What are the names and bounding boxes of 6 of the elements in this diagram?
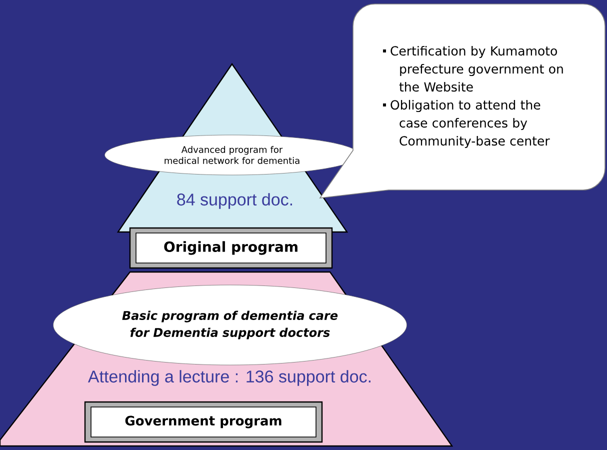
program-plate: Government program [84,401,323,443]
ellipse-label: Basic program of dementia care for Dementia support doctors [53,284,407,366]
program-plate: Original program [129,227,333,269]
bullet-text: Certification by Kumamoto prefecture government on the Website [390,46,563,92]
bullet-text: Obligation to attend the case conferences by Community-base center [390,100,550,148]
speech-bubble [319,4,606,198]
